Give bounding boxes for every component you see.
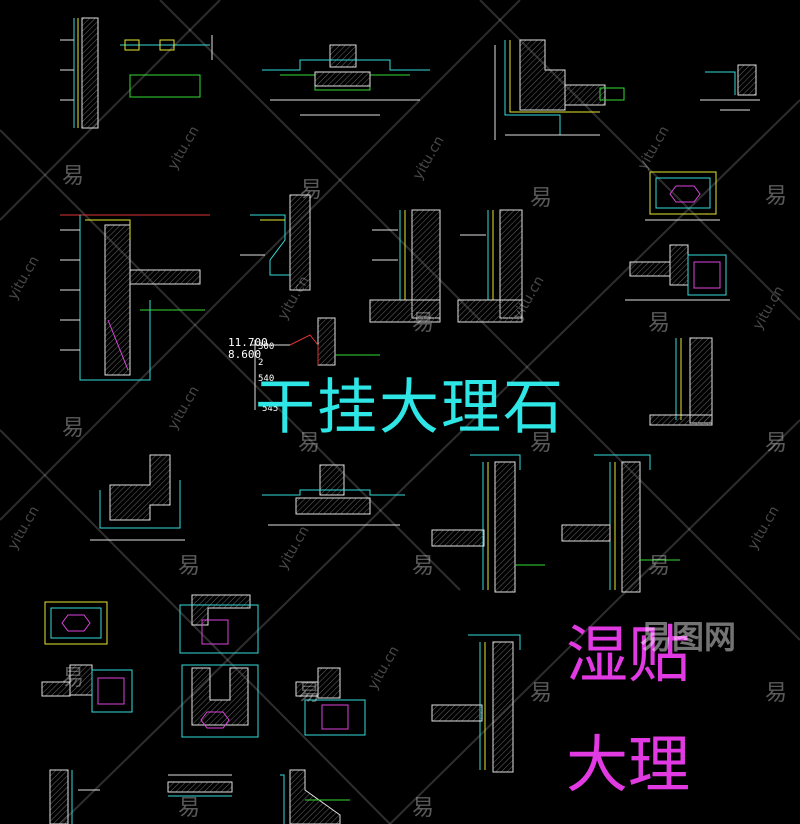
detail-corner-plan-4 (41, 664, 133, 713)
dimension-label: 540 (258, 374, 275, 384)
detail-wall-cornice-1 (431, 454, 545, 593)
watermark-glyph: 易 (412, 311, 435, 336)
watermark-glyph: 易 (648, 554, 671, 579)
watermark-glyph: 易 (765, 431, 788, 456)
watermark-glyph: 易 (412, 796, 435, 821)
detail-u-plan (181, 664, 259, 738)
detail-wall-section-2 (369, 209, 441, 323)
watermark-glyph: 易 (412, 554, 435, 579)
detail-wall-cornice-2 (561, 454, 680, 593)
dimension-label: 545 (262, 404, 279, 414)
watermark-glyph: 易 (298, 431, 321, 456)
detail-wall-section-1 (60, 17, 213, 129)
dry-hang-marble-title: 干挂大理石 (255, 373, 565, 443)
detail-corner-section-2 (90, 454, 185, 541)
detail-small-corner-1 (700, 64, 760, 111)
wet-paste-title-line2: 大理 (566, 728, 691, 801)
detail-corner-section-1 (494, 39, 625, 140)
watermark-glyph: 易 (530, 681, 553, 706)
detail-column-plan-2 (625, 244, 730, 301)
site-logo: 易图网 (640, 618, 737, 656)
watermark-glyph: 易 (62, 164, 85, 189)
watermark-glyph: 易 (765, 184, 788, 209)
watermark-glyph: 易 (530, 186, 553, 211)
detail-elevation-cornice (250, 317, 380, 410)
detail-cornice-1 (240, 194, 311, 291)
watermark-glyph: 易 (62, 666, 85, 691)
watermark-glyph: 易 (765, 681, 788, 706)
detail-column-cap-1 (262, 44, 430, 116)
detail-corner-plan-3 (179, 594, 259, 654)
detail-bottom-section-1 (49, 769, 100, 824)
elevation-top-label: 11.700 (228, 336, 268, 349)
watermark-glyph: 易 (178, 796, 201, 821)
watermark-glyph: 易 (530, 431, 553, 456)
detail-panel-plan-2 (44, 601, 108, 645)
detail-bottom-section-3 (280, 769, 350, 824)
detail-corner-plan-5 (295, 667, 366, 736)
detail-column-cap-2 (262, 464, 405, 526)
elevation-bottom-label: 8.600 (228, 348, 262, 361)
dimension-label: 300 (258, 342, 275, 352)
detail-tall-wall-section (60, 214, 210, 381)
watermark-glyph: 易 (62, 416, 85, 441)
detail-tall-wall-right (649, 337, 713, 426)
watermark-glyph: 易 (300, 178, 323, 203)
watermark-glyph: 易 (298, 681, 321, 706)
detail-bottom-section-2 (167, 774, 233, 797)
wet-paste-title-line1: 湿贴 (566, 618, 691, 691)
dimension-label: 2 (258, 358, 264, 368)
watermark-glyph: 易 (648, 311, 671, 336)
detail-wall-cornice-3 (431, 634, 521, 773)
detail-wall-section-3 (457, 209, 523, 323)
watermark-glyph: 易 (178, 554, 201, 579)
detail-panel-plan-1 (645, 171, 720, 221)
